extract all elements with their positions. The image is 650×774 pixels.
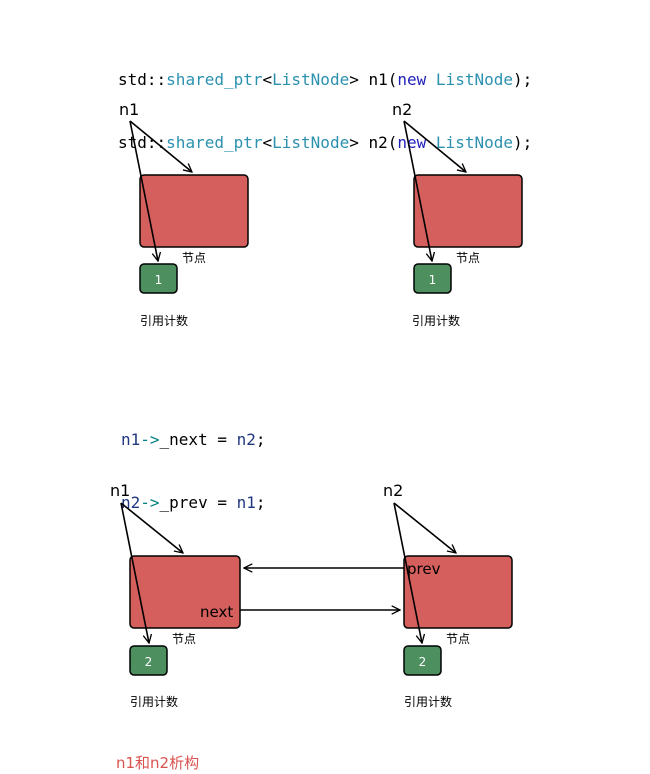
code-line: std::shared_ptr<ListNode> n2(new ListNod… [118, 133, 533, 152]
pointer-label-n2: n2 [392, 100, 412, 119]
pointer-arrow-to-count [393, 502, 422, 643]
top-right-group: n2 节点 1 引用计数 [392, 100, 523, 328]
ref-count-value: 1 [429, 273, 437, 287]
top-left-group: n1 节点 1 引用计数 [119, 100, 249, 328]
ref-count-value: 1 [155, 273, 163, 287]
pointer-label-n1: n1 [119, 100, 139, 119]
bottom-left-group: n1 next 节点 2 引用计数 [110, 481, 241, 709]
node-label: 节点 [456, 251, 480, 265]
pointer-arrow-to-count [129, 120, 158, 261]
ref-count-label: 引用计数 [412, 313, 460, 328]
ref-count-value: 2 [145, 655, 153, 669]
list-node-box [139, 174, 249, 248]
ref-count-label: 引用计数 [404, 694, 452, 709]
ref-count-label: 引用计数 [140, 313, 188, 328]
pointer-arrow-to-node [120, 502, 183, 553]
prev-field-label: prev [407, 560, 441, 578]
pointer-arrow-to-node [393, 502, 456, 553]
list-node-box [129, 555, 241, 629]
pointer-label-n2: n2 [383, 481, 403, 500]
ref-count-box [403, 645, 442, 676]
pointer-arrow-to-count [403, 120, 432, 261]
ref-count-box [413, 263, 452, 294]
ref-count-box [129, 645, 168, 676]
list-node-box [413, 174, 523, 248]
node-label: 节点 [446, 632, 470, 646]
bottom-right-group: n2 prev 节点 2 引用计数 [383, 481, 513, 709]
node-label: 节点 [182, 251, 206, 265]
code-line: n2->_prev = n1; [121, 493, 266, 512]
code-line: std::shared_ptr<ListNode> n1(new ListNod… [118, 70, 533, 89]
list-node-box [403, 555, 513, 629]
code-line: n1->_next = n2; [121, 430, 266, 449]
code-block-top: std::shared_ptr<ListNode> n1(new ListNod… [118, 27, 532, 174]
pointer-arrow-to-node [129, 120, 192, 172]
ref-count-box [139, 263, 178, 294]
ref-count-value: 2 [419, 655, 427, 669]
pointer-arrow-to-node [403, 120, 466, 172]
caption: n1和n2析构 [116, 754, 200, 772]
code-block-mid: n1->_next = n2; n2->_prev = n1; [121, 387, 266, 534]
pointer-arrow-to-count [120, 502, 149, 643]
ref-count-label: 引用计数 [130, 694, 178, 709]
pointer-label-n1: n1 [110, 481, 130, 500]
node-label: 节点 [172, 632, 196, 646]
next-field-label: next [200, 603, 233, 621]
